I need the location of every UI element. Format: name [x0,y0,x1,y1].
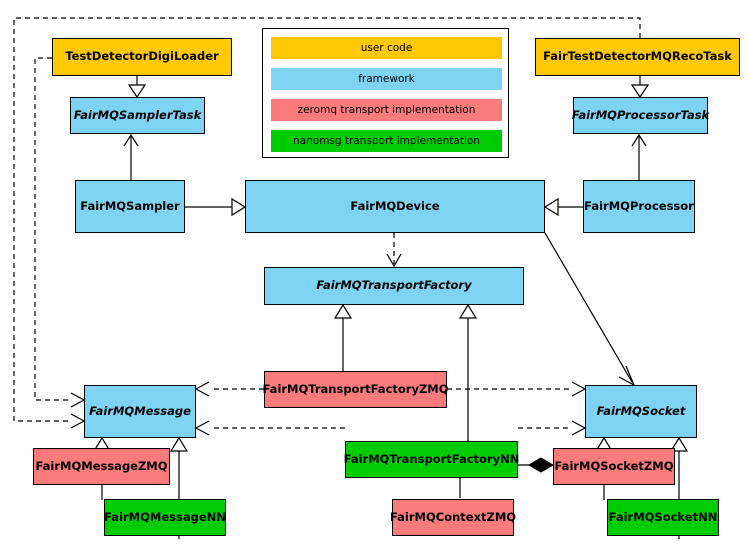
class-label: FairMQSocketZMQ [554,458,674,473]
class-node-fairmqmessagezmq[interactable]: FairMQMessageZMQ [33,448,170,485]
class-label: FairMQTransportFactoryZMQ [262,381,449,396]
class-label: FairMQSamplerTask [73,107,202,122]
edge-processor-to-device [543,197,583,217]
class-label: FairMQMessageNN [104,509,226,524]
class-node-fairmqprocessor[interactable]: FairMQProcessor [583,180,695,233]
edge-factoryzmq-to-message [194,381,264,397]
class-node-fairmqmessage[interactable]: FairMQMessage [84,385,196,438]
edge-factoryzmq-to-transportfactory [333,303,353,371]
class-label: FairMQDevice [350,198,440,213]
class-node-fairmqtransportfactory[interactable]: FairMQTransportFactory [264,267,524,305]
class-label: FairMQProcessor [584,198,694,213]
edge-sampler-to-device [185,197,247,217]
class-node-fairmqsocketnn[interactable]: FairMQSocketNN [607,499,719,536]
class-node-fairmqsampler[interactable]: FairMQSampler [75,180,185,233]
legend-label: nanomsg transport implementation [293,135,480,147]
class-node-fairmqprocessortask[interactable]: FairMQProcessorTask [571,97,710,134]
legend-label: zeromq transport implementation [297,104,476,116]
class-label: FairMQProcessorTask [571,107,710,122]
edge-digiloader-to-samplertask [127,76,147,99]
legend-label: framework [358,73,415,85]
class-node-fairmqsocketzmq[interactable]: FairMQSocketZMQ [553,448,675,485]
legend-item-framework: framework [271,68,502,90]
edge-factorynn-to-message [194,420,345,436]
class-node-fairmqdevice[interactable]: FairMQDevice [245,180,545,233]
class-node-fairmqmessagenn[interactable]: FairMQMessageNN [104,499,226,536]
class-node-fairtestdetectormqrecotask[interactable]: FairTestDetectorMQRecoTask [535,38,740,76]
class-node-fairmqtransportfactorynn[interactable]: FairMQTransportFactoryNN [343,441,520,478]
class-label: FairMQSocketNN [608,509,718,524]
class-node-testdetectordigiloader[interactable]: TestDetectorDigiLoader [52,38,232,76]
legend-label: user code [360,42,413,54]
legend-panel: user code framework zeromq transport imp… [262,28,509,158]
class-label: FairMQMessage [89,403,191,418]
class-node-fairmqsamplertask[interactable]: FairMQSamplerTask [70,97,205,134]
class-node-fairmqtransportfactoryzmq[interactable]: FairMQTransportFactoryZMQ [262,371,449,408]
edge-recotask-to-processortask [630,76,650,99]
class-label: FairTestDetectorMQRecoTask [543,49,732,64]
class-label: FairMQTransportFactory [316,278,472,293]
legend-item-nanomsg: nanomsg transport implementation [271,130,502,152]
class-label: TestDetectorDigiLoader [65,49,219,64]
class-label: FairMQContextZMQ [389,509,517,524]
edge-processor-to-processortask [631,133,647,180]
legend-item-zeromq: zeromq transport implementation [271,99,502,121]
class-node-fairmqsocket[interactable]: FairMQSocket [585,385,697,438]
class-label: FairMQMessageZMQ [35,458,168,473]
edge-factorynn-to-transportfactory [458,303,478,441]
class-label: FairMQTransportFactoryNN [343,451,520,466]
edge-device-to-transportfactory [386,233,402,268]
class-label: FairMQSocket [596,403,686,418]
class-label: FairMQSampler [80,198,180,213]
legend-item-user-code: user code [271,37,502,59]
class-node-fairmqcontextzmq[interactable]: FairMQContextZMQ [389,499,517,536]
edge-sampler-to-samplertask [123,133,139,180]
